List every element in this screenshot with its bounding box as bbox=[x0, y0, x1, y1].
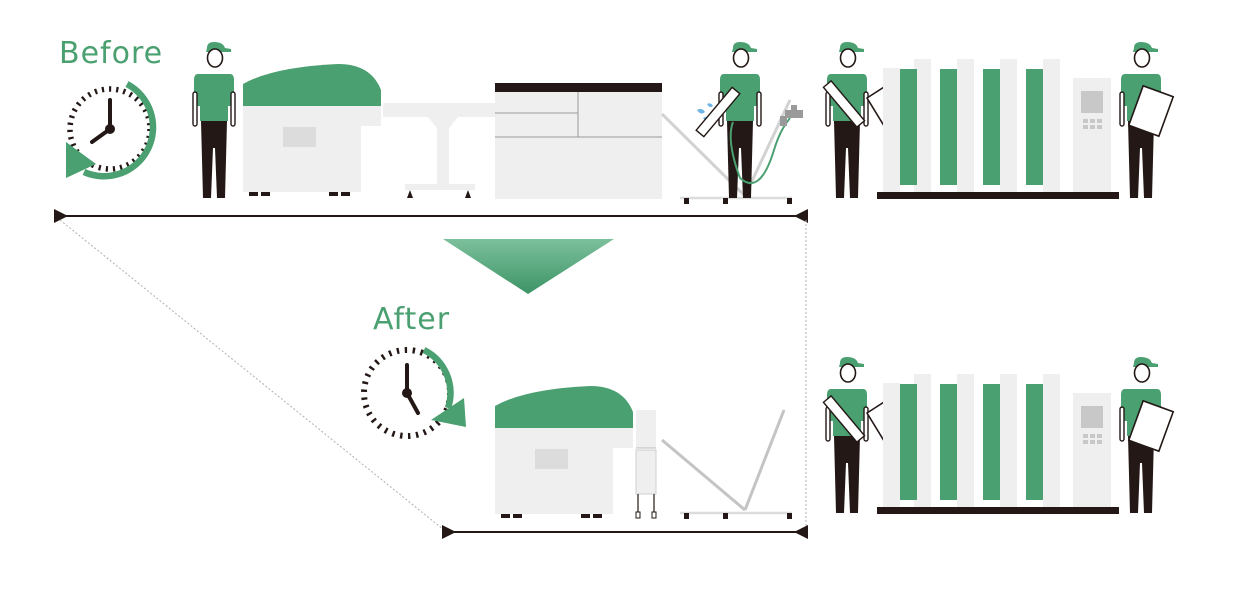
after-timeline bbox=[442, 525, 808, 539]
before-timeline bbox=[54, 209, 808, 223]
printing-press bbox=[877, 374, 1119, 514]
conveyor-table bbox=[383, 103, 495, 198]
drying-rack bbox=[661, 409, 792, 519]
water-hose bbox=[729, 117, 791, 184]
faucet-icon bbox=[780, 105, 803, 126]
cycle-arrow-icon bbox=[66, 81, 157, 180]
compact-washer bbox=[635, 410, 657, 519]
down-arrow-icon bbox=[443, 239, 614, 294]
printing-press bbox=[877, 59, 1119, 199]
worker-icon bbox=[1120, 357, 1173, 513]
plate-processor bbox=[243, 64, 381, 196]
washing-unit bbox=[495, 83, 662, 199]
cycle-arrow-icon bbox=[422, 347, 466, 427]
after-label: After bbox=[373, 302, 450, 337]
reduction-guide-line bbox=[59, 219, 445, 531]
plate-processor bbox=[495, 386, 633, 518]
before-label: Before bbox=[59, 36, 163, 71]
worker-icon bbox=[192, 41, 236, 199]
spray-gun bbox=[695, 86, 741, 138]
worker-icon bbox=[1120, 42, 1173, 198]
